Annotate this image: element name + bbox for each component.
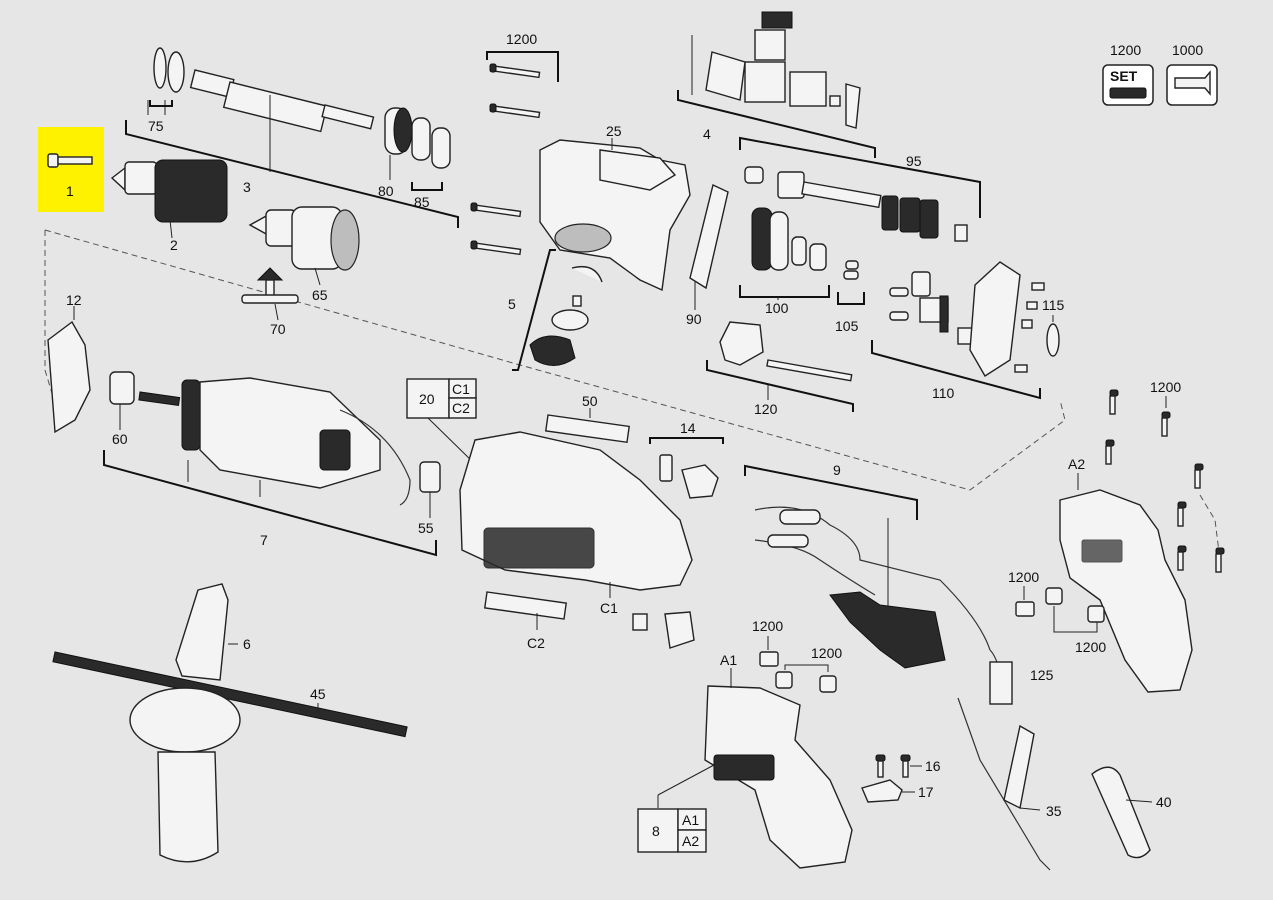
label-5: 5 [508, 296, 516, 312]
mode-selector[interactable]: 4 [677, 11, 876, 158]
carbon-brush-set[interactable]: 14 [632, 420, 724, 649]
box-8-bottom: A2 [682, 833, 699, 849]
label-55: 55 [418, 520, 434, 536]
label-125: 125 [1030, 667, 1054, 683]
label-70: 70 [270, 321, 286, 337]
label-80: 80 [378, 183, 394, 199]
label-1200-b: 1200 [752, 618, 783, 634]
screw-set-a2[interactable]: 1200 [1105, 379, 1225, 573]
label-9: 9 [833, 462, 841, 478]
label-35: 35 [1046, 803, 1062, 819]
label-3: 3 [243, 179, 251, 195]
box-8-num: 8 [652, 823, 660, 839]
label-1: 1 [66, 183, 74, 199]
screw-set-top[interactable]: 1200 [470, 31, 559, 256]
seal-kit[interactable]: 5 [508, 249, 603, 371]
clutch-assembly[interactable]: 110 [871, 261, 1045, 401]
chuck-key[interactable]: 70 [241, 267, 299, 337]
label-1200-c: 1200 [811, 645, 842, 661]
label-60: 60 [112, 431, 128, 447]
label-85: 85 [414, 194, 430, 210]
label-12: 12 [66, 292, 82, 308]
label-C1: C1 [600, 600, 618, 616]
label-105: 105 [835, 318, 859, 334]
label-110: 110 [932, 385, 955, 401]
label-1200-e: 1200 [1008, 569, 1039, 585]
pin-set[interactable]: 105 [835, 260, 865, 334]
box-20-bottom: C2 [452, 400, 470, 416]
label-120: 120 [754, 401, 778, 417]
legend: 1200 SET 1000 [1102, 42, 1218, 106]
label-7: 7 [260, 532, 268, 548]
label-65: 65 [312, 287, 328, 303]
cable-sleeve[interactable]: 40 [1091, 766, 1172, 859]
label-C2: C2 [527, 635, 545, 651]
label-2: 2 [170, 237, 178, 253]
gear-housing[interactable]: 25 [539, 123, 691, 292]
spindle-assembly[interactable]: 75 3 80 85 [125, 47, 459, 228]
label-40: 40 [1156, 794, 1172, 810]
bearing-plate[interactable]: 12 [47, 292, 91, 434]
retaining-ring[interactable]: 115 [1042, 297, 1065, 357]
label-plates[interactable]: 50 C2 [483, 393, 630, 651]
intermediate-shaft[interactable]: 95 [739, 136, 981, 242]
pad-set-a1[interactable]: 1200 1200 [752, 618, 842, 693]
label-14: 14 [680, 420, 696, 436]
label-17: 17 [918, 784, 934, 800]
legend-1000: 1000 [1172, 42, 1203, 58]
power-cable[interactable]: 35 [957, 697, 1062, 871]
label-115: 115 [1042, 297, 1065, 313]
label-100: 100 [765, 300, 789, 316]
pad-set-a2[interactable]: 1200 1200 [1008, 569, 1106, 655]
housing-half-a2[interactable]: A2 [1059, 456, 1193, 693]
label-90: 90 [686, 311, 702, 327]
side-handle[interactable]: 45 6 [52, 583, 408, 863]
callout-box-8: 8 A1 A2 [637, 808, 707, 853]
armature[interactable]: 60 7 55 [103, 371, 441, 557]
gasket[interactable]: 90 [686, 184, 729, 327]
label-6: 6 [243, 636, 251, 652]
label-1200-f: 1200 [1075, 639, 1106, 655]
box-8-top: A1 [682, 812, 699, 828]
legend-1200: 1200 [1110, 42, 1141, 58]
label-45: 45 [310, 686, 326, 702]
label-95: 95 [906, 153, 922, 169]
housing-half-a1[interactable]: A1 [657, 652, 853, 869]
part-1-group[interactable]: 1 [38, 127, 104, 212]
label-25: 25 [606, 123, 622, 139]
keyless-chuck[interactable]: 2 [110, 159, 228, 253]
label-1200-a: 1200 [506, 31, 537, 47]
label-4: 4 [703, 126, 711, 142]
motor-housing[interactable]: C1 [459, 431, 693, 616]
label-50: 50 [582, 393, 598, 409]
label-A2: A2 [1068, 456, 1085, 472]
label-1200-d: 1200 [1150, 379, 1181, 395]
gear-set[interactable]: 100 [739, 207, 830, 316]
label-16: 16 [925, 758, 941, 774]
switch-assembly[interactable]: 9 125 [744, 462, 1054, 705]
cable-clamp[interactable]: 16 17 [861, 754, 941, 803]
callout-box-20: 20 C1 C2 [406, 378, 477, 466]
label-75: 75 [148, 118, 164, 134]
highlight-box [38, 127, 104, 212]
box-20-num: 20 [419, 391, 435, 407]
box-20-top: C1 [452, 381, 470, 397]
label-A1: A1 [720, 652, 737, 668]
legend-set: SET [1110, 68, 1138, 84]
key-chuck[interactable]: 65 [248, 206, 360, 303]
bracket-and-rod[interactable]: 120 [706, 321, 854, 417]
